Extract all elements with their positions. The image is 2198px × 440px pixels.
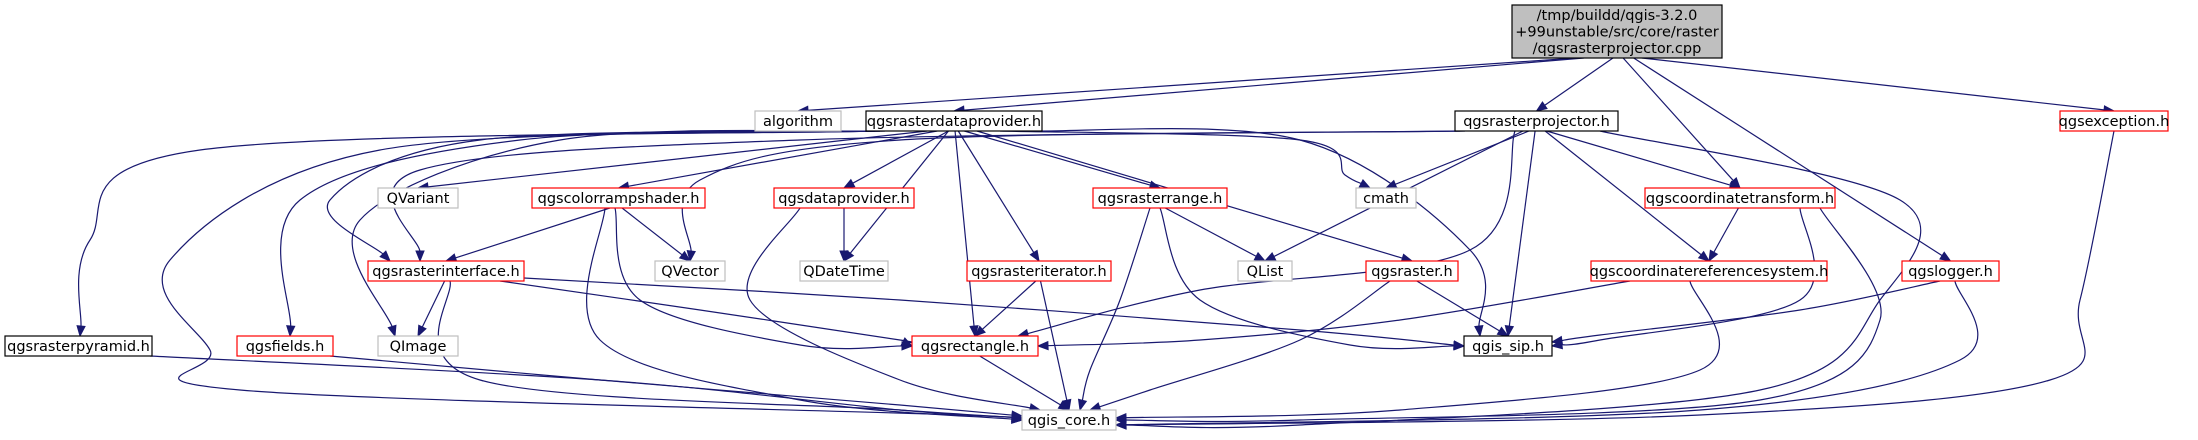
node-qgsraster-h[interactable]: qgsraster.h [1365, 260, 1459, 282]
node-qgis-sip-h[interactable]: qgis_sip.h [1463, 335, 1553, 357]
node-label: qgsrasterinterface.h [372, 264, 519, 280]
node-label: qgis_core.h [1028, 413, 1110, 429]
node-label: qgsrasterpyramid.h [7, 339, 150, 355]
node-QDateTime: QDateTime [799, 260, 889, 282]
edge-root-to-qgslogger-h [1633, 57, 1952, 262]
node-qgsrasterrange-h[interactable]: qgsrasterrange.h [1092, 187, 1228, 209]
node-label: qgis_sip.h [1472, 339, 1544, 355]
edge-root-to-qgsexception-h [1641, 57, 2116, 115]
node-label: qgscoordinatetransform.h [1646, 191, 1834, 207]
node-label: qgscoordinatereferencesystem.h [1590, 264, 1829, 280]
edge-qgsraster-h-to-qgis-core-h [1088, 280, 1391, 412]
node-label: qgsraster.h [1371, 264, 1452, 280]
edge-qgscolorrampshader-h-to-QVector [621, 207, 692, 262]
node-label: +99unstable/src/core/raster [1515, 25, 1718, 41]
node-label: qgsexception.h [2059, 114, 2170, 130]
edge-qgscoordinatereferencesystem-h-to-qgis-core-h [1114, 280, 1721, 423]
node-qgsrasterdataprovider-h[interactable]: qgsrasterdataprovider.h [865, 110, 1043, 132]
node-QVector: QVector [654, 260, 726, 282]
node-qgsrasterprojector-h[interactable]: qgsrasterprojector.h [1454, 110, 1619, 132]
node-qgis-core-h: qgis_core.h [1021, 409, 1117, 431]
edge-qgscolorrampshader-h-to-qgis-core-h [585, 207, 1024, 424]
node-label: qgscolorrampshader.h [538, 191, 700, 207]
node-label: qgsrectangle.h [921, 339, 1029, 355]
edge-qgsfields-h-to-qgis-core-h [329, 355, 1024, 420]
node-label: /tmp/buildd/qgis-3.2.0 [1537, 8, 1698, 24]
node-label: QVector [661, 264, 719, 280]
edge-root-to-algorithm [796, 57, 1577, 116]
edge-qgsrasterdataprovider-h-to-qgsrasterrange-h [964, 130, 1162, 190]
node-label: qgsfields.h [246, 339, 325, 355]
edge-qgsrasterdataprovider-h-to-qgsrectangle-h [954, 130, 979, 338]
node-qgslogger-h[interactable]: qgslogger.h [1901, 260, 2000, 282]
edge-qgsraster-h-to-qgis-sip-h [1416, 280, 1510, 337]
node-label: qgsrasterrange.h [1098, 191, 1223, 207]
nodes-layer: /tmp/buildd/qgis-3.2.0+99unstable/src/co… [4, 4, 2170, 431]
edge-qgscoordinatetransform-h-to-qgscoordinatereferencesystem-h [1708, 207, 1739, 263]
edge-qgsdataprovider-h-to-qgis-core-h [746, 207, 1042, 413]
node-label: algorithm [763, 114, 833, 130]
edge-qgsrasterdataprovider-h-to-qgsfields-h [280, 130, 881, 338]
edge-qgsrasterinterface-h-to-QImage [417, 280, 446, 338]
edge-qgsrasterprojector-h-to-cmath [1384, 130, 1530, 189]
edge-qgsrasterinterface-h-to-qgsrectangle-h [499, 280, 917, 347]
node-qgscoordinatetransform-h[interactable]: qgscoordinatetransform.h [1644, 187, 1836, 209]
node-QList: QList [1237, 260, 1293, 282]
node-QImage: QImage [377, 335, 459, 357]
node-label: qgsrasterdataprovider.h [867, 114, 1041, 130]
edge-qgsrasteriterator-h-to-qgsrectangle-h [974, 280, 1037, 337]
node-qgsrasteriterator-h[interactable]: qgsrasteriterator.h [966, 260, 1112, 282]
node-algorithm: algorithm [754, 110, 842, 132]
edge-qgscolorrampshader-h-to-qgsrasterinterface-h [444, 207, 611, 263]
node-label: cmath [1363, 191, 1409, 207]
node-qgsdataprovider-h[interactable]: qgsdataprovider.h [773, 187, 915, 209]
edge-root-to-qgsrasterprojector-h [1535, 57, 1614, 112]
edge-qgsexception-h-to-qgis-core-h [1114, 130, 2115, 430]
node-label: QVariant [387, 191, 450, 207]
node-label: /qgsrasterprojector.cpp [1533, 41, 1702, 57]
edge-qgslogger-h-to-qgis-sip-h [1550, 280, 1941, 346]
edge-root-to-qgscoordinatetransform-h [1622, 57, 1741, 190]
node-qgscoordinatereferencesystem-h[interactable]: qgscoordinatereferencesystem.h [1590, 260, 1829, 282]
edge-qgsrasterprojector-h-to-qgscoordinatereferencesystem-h [1544, 130, 1711, 262]
node-qgsrasterpyramid-h[interactable]: qgsrasterpyramid.h [4, 335, 153, 357]
node-root[interactable]: /tmp/buildd/qgis-3.2.0+99unstable/src/co… [1511, 4, 1723, 59]
edge-qgsrasterdataprovider-h-to-QImage [351, 129, 886, 338]
edge-qgsrasterprojector-h-to-qgsrectangle-h [1016, 130, 1516, 339]
edge-qgsrectangle-h-to-qgis-core-h [979, 355, 1071, 411]
node-label: qgsdataprovider.h [778, 191, 910, 207]
edge-qgsrasterdataprovider-h-to-cmath [999, 130, 1372, 189]
node-label: QImage [390, 339, 447, 355]
edge-qgsrasterrange-h-to-qgis-core-h [1077, 207, 1151, 412]
node-label: QList [1247, 264, 1284, 280]
edge-qgscoordinatereferencesystem-h-to-qgsrectangle-h [1036, 280, 1631, 351]
node-label: qgsrasteriterator.h [971, 264, 1106, 280]
node-label: qgslogger.h [1908, 264, 1993, 280]
edge-qgsrasterinterface-h-to-qgis-sip-h [523, 277, 1466, 350]
node-qgscolorrampshader-h[interactable]: qgscolorrampshader.h [531, 187, 706, 209]
node-cmath: cmath [1355, 187, 1417, 209]
edge-qgsrasterrange-h-to-QList [1164, 207, 1267, 262]
edge-root-to-qgsrasterdataprovider-h [952, 57, 1584, 115]
edge-qgsrasterprojector-h-to-qgis-sip-h [1504, 130, 1536, 338]
edge-qgsrasterdataprovider-h-to-qgsrasteriterator-h [957, 130, 1040, 263]
node-qgsrectangle-h[interactable]: qgsrectangle.h [911, 335, 1039, 357]
edge-qgsrasterdataprovider-h-to-qgsdataprovider-h [842, 130, 949, 189]
edge-qgsdataprovider-h-to-QDateTime [839, 208, 849, 263]
node-qgsfields-h[interactable]: qgsfields.h [236, 335, 334, 357]
node-qgsrasterinterface-h[interactable]: qgsrasterinterface.h [367, 260, 525, 282]
edges-layer [76, 57, 2116, 430]
node-label: QDateTime [803, 264, 885, 280]
node-label: qgsrasterprojector.h [1463, 114, 1610, 130]
node-QVariant: QVariant [377, 187, 459, 209]
node-qgsexception-h[interactable]: qgsexception.h [2059, 110, 2170, 132]
edge-qgsrasterdataprovider-h-to-qgis-sip-h [1029, 127, 1487, 338]
